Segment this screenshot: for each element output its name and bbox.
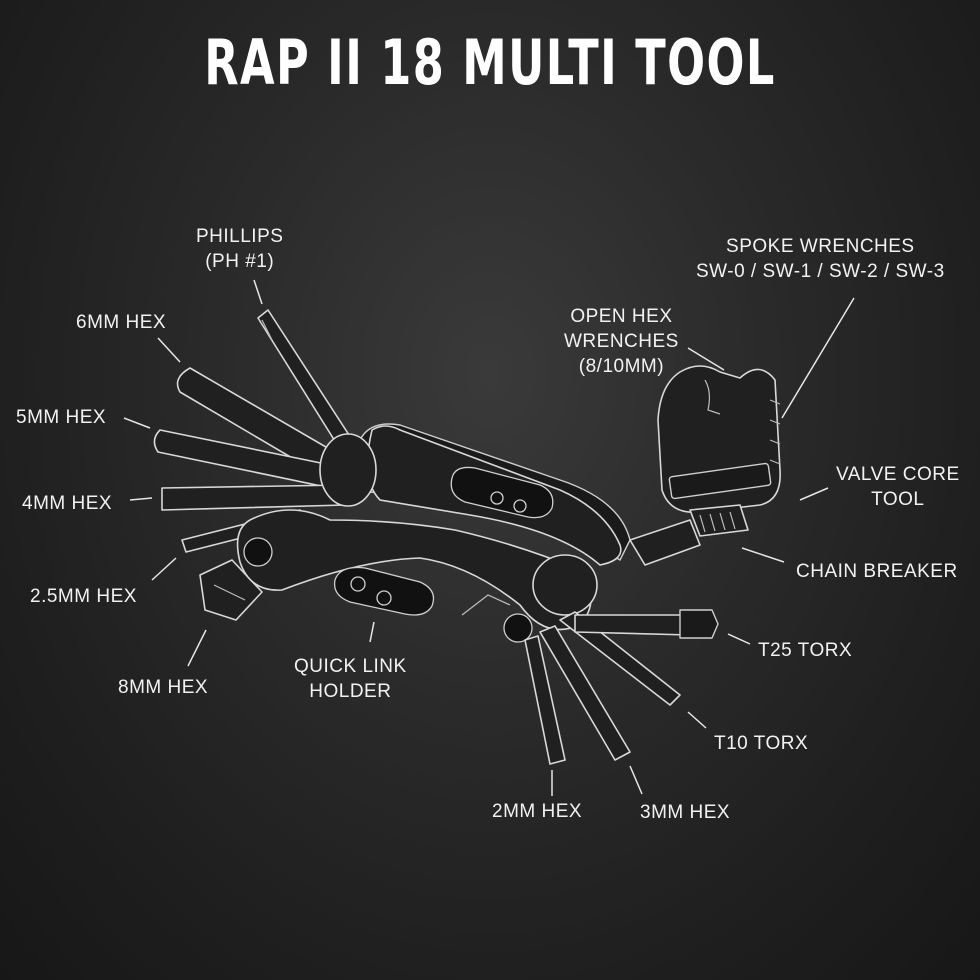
label-4mm-hex: 4MM HEX [22, 493, 113, 514]
label-spoke-line1: SPOKE WRENCHES [726, 236, 915, 257]
leader-t10 [687, 711, 707, 729]
label-3mm-hex: 3MM HEX [640, 802, 731, 823]
page-title: RAP II 18 MULTI TOOL [204, 26, 776, 99]
label-phillips-line2: (PH #1) [205, 251, 275, 272]
label-quick-line2: HOLDER [309, 681, 392, 702]
leader-3mm [629, 765, 643, 795]
label-spoke-wrenches: SPOKE WRENCHES SW-0 / SW-1 / SW-2 / SW-3 [696, 234, 945, 284]
label-valve-line1: VALVE CORE [836, 464, 960, 485]
label-spoke-line2: SW-0 / SW-1 / SW-2 / SW-3 [696, 261, 945, 282]
label-t25-torx: T25 TORX [758, 640, 853, 661]
label-open-hex-line1: OPEN HEX [570, 306, 673, 327]
label-chain-breaker: CHAIN BREAKER [796, 561, 958, 582]
leader-8mm [187, 629, 207, 667]
label-6mm-hex: 6MM HEX [76, 312, 167, 333]
label-phillips: PHILLIPS (PH #1) [196, 224, 283, 274]
leader-spoke [781, 297, 855, 419]
leader-valve [799, 487, 829, 501]
hex-key-3mm [539, 625, 631, 761]
label-2-5mm-hex: 2.5MM HEX [30, 586, 137, 607]
label-open-hex-line3: (8/10MM) [578, 356, 665, 377]
label-valve-core-tool: VALVE CORE TOOL [836, 462, 960, 512]
label-open-hex-line2: WRENCHES [564, 331, 679, 352]
leader-4mm [129, 497, 153, 501]
leader-6mm [157, 337, 181, 363]
leader-5mm [123, 417, 151, 429]
main-body [319, 423, 631, 616]
chain-breaker-head [629, 365, 781, 566]
leader-25mm [151, 557, 177, 581]
hex-key-4mm [161, 484, 346, 511]
label-5mm-hex: 5MM HEX [16, 407, 107, 428]
leader-t25 [727, 633, 751, 645]
leader-quick [369, 621, 375, 643]
label-quick-line1: QUICK LINK [294, 656, 407, 677]
leader-chain [741, 547, 785, 563]
t25-torx [574, 609, 719, 639]
label-quick-link-holder: QUICK LINK HOLDER [294, 654, 407, 704]
label-phillips-line1: PHILLIPS [196, 226, 284, 247]
left-side-plate [236, 509, 592, 643]
label-8mm-hex: 8MM HEX [118, 677, 209, 698]
leader-open-hex [687, 347, 725, 371]
label-2mm-hex: 2MM HEX [492, 801, 583, 822]
hex-key-8mm [199, 559, 263, 621]
hex-key-2mm [524, 635, 566, 765]
t10-torx [559, 611, 681, 706]
label-t10-torx: T10 TORX [714, 733, 809, 754]
label-valve-line2: TOOL [871, 489, 925, 510]
label-open-hex-wrenches: OPEN HEX WRENCHES (8/10MM) [564, 304, 679, 379]
leader-phillips [253, 279, 263, 305]
